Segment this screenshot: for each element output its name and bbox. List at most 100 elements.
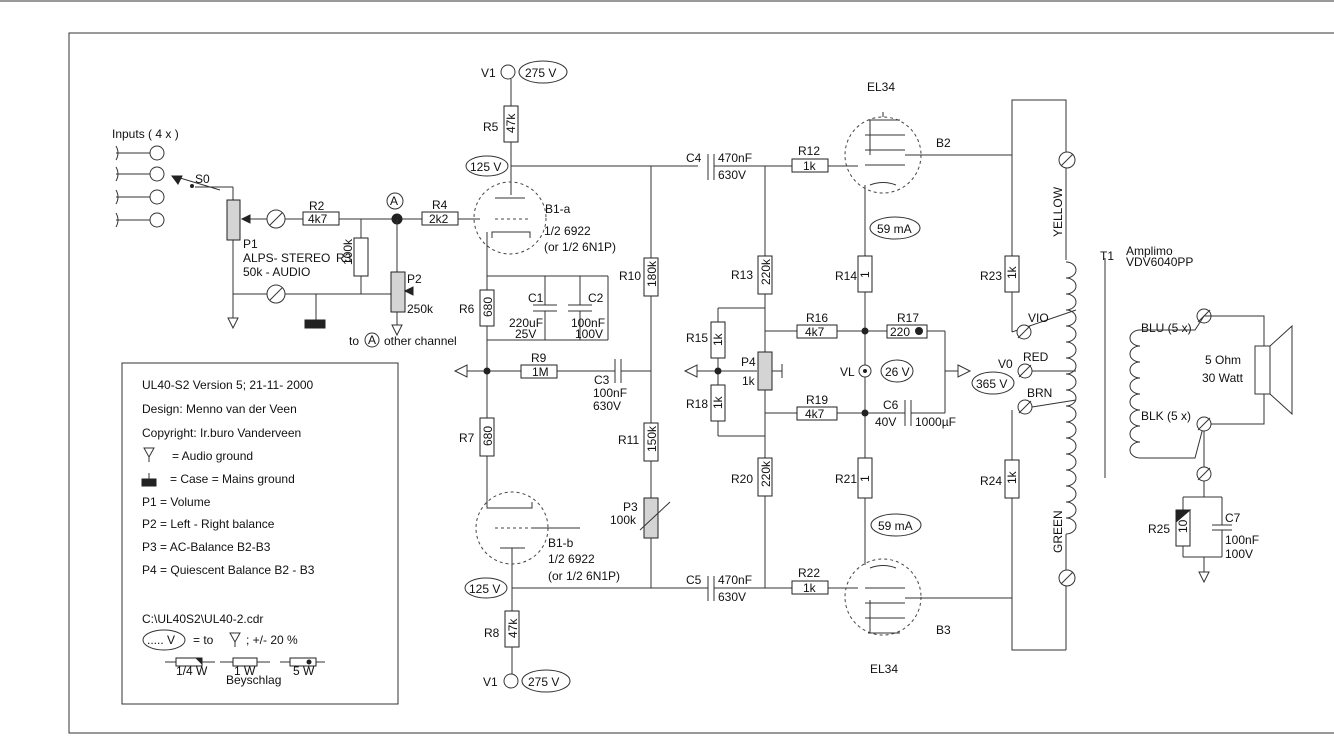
c2-value: 100nF	[571, 316, 605, 330]
r11-value: 150k	[645, 425, 659, 452]
p3-value: 100k	[610, 513, 637, 527]
r24-label: R24	[980, 474, 1002, 488]
c5-label: C5	[686, 573, 702, 587]
r22-label: R22	[798, 566, 820, 580]
notes-case-ground: = Case = Mains ground	[170, 472, 295, 486]
primary-winding	[1065, 261, 1077, 535]
node-a-circle	[386, 192, 404, 210]
audio-ground-output	[1198, 571, 1210, 584]
r12-label: R12	[798, 144, 820, 158]
c5-value: 470nF	[718, 573, 752, 587]
c1-value: 220uF	[509, 316, 543, 330]
b1b-alt: (or 1/2 6N1P)	[548, 569, 620, 583]
c1-label: C1	[528, 291, 544, 305]
c6-voltage: 40V	[875, 415, 896, 429]
to-label: to	[349, 334, 359, 348]
v26: 26 V	[885, 365, 910, 379]
b3-label: B3	[936, 623, 951, 637]
selector-switch-s0	[171, 175, 234, 200]
green-label: GREEN	[1051, 510, 1065, 553]
r4-label: R4	[432, 198, 448, 212]
r13-label: R13	[731, 268, 753, 282]
p2-potentiometer	[390, 271, 406, 313]
notes-p1: P1 = Volume	[142, 495, 211, 509]
coupling-network: C4 470nF 630V R12 1k 220k R13 1k R15 P4 …	[683, 144, 905, 604]
r21-label: R21	[835, 472, 857, 486]
schematic-frame	[68, 32, 1334, 734]
blk-label: BLK (5 x)	[1141, 409, 1191, 423]
r25-label: R25	[1148, 522, 1170, 536]
r20-value: 220k	[759, 460, 773, 487]
p2-label: P2	[407, 272, 422, 286]
notes-to: = to	[193, 633, 214, 647]
r10-value: 180k	[645, 260, 659, 287]
r16-label: R16	[806, 311, 828, 325]
speaker-cone	[1269, 324, 1293, 416]
s0-label: S0	[195, 172, 210, 186]
inputs-label: Inputs ( 4 x )	[112, 127, 179, 141]
r5-label: R5	[483, 120, 499, 134]
c2-label: C2	[588, 291, 604, 305]
r18-value: 1k	[711, 395, 725, 409]
b1b-label: B1-b	[548, 536, 574, 550]
c3-label: C3	[594, 373, 610, 387]
notes-p2: P2 = Left - Right balance	[142, 517, 275, 531]
el34-bottom-label: EL34	[870, 662, 898, 676]
r7-label: R7	[459, 431, 475, 445]
notes-audio-ground: = Audio ground	[172, 449, 253, 463]
b2-label: B2	[936, 136, 951, 150]
p2-value: 250k	[407, 302, 434, 316]
r17-label: R17	[897, 311, 919, 325]
r3-resistor	[353, 237, 369, 277]
output-transformer: YELLOW GREEN T1 Amplimo VDV6040PP BLU (5…	[1011, 99, 1293, 651]
notes-p3: P3 = AC-Balance B2-B3	[142, 540, 271, 554]
r9-value: 1M	[532, 365, 549, 379]
v125-bottom: 125 V	[469, 582, 500, 596]
p1-wiper-arrow	[240, 214, 251, 224]
notes-version: UL40-S2 Version 5; 21-11- 2000	[142, 378, 314, 392]
notes-oval: ..... V	[147, 633, 175, 647]
v125-top: 125 V	[470, 160, 501, 174]
b1b-tube: 1/2 6922	[548, 552, 595, 566]
vdv-label: VDV6040PP	[1126, 255, 1193, 269]
r17-value: 220	[890, 325, 910, 339]
r14-value: 1	[858, 271, 872, 278]
notes-p4: P4 = Quiescent Balance B2 - B3	[142, 563, 315, 577]
red-label: RED	[1023, 350, 1049, 364]
v275-top: 275 V	[525, 66, 556, 80]
input-section: Inputs ( 4 x ) S0 P1 ALPS- STEREO 50k - …	[112, 127, 480, 348]
b3-pentode	[844, 558, 922, 636]
audio-ground-p1	[227, 317, 239, 330]
ground-arrow-right	[957, 364, 972, 378]
current-59ma-bottom	[870, 513, 922, 537]
bias-network: 180k R10 150k R11 P3 100k	[610, 166, 671, 588]
c3-voltage: 630V	[593, 399, 621, 413]
r12-value: 1k	[803, 159, 817, 173]
t1-label: T1	[1100, 249, 1114, 263]
p3-label: P3	[623, 500, 638, 514]
p4-value: 1k	[742, 374, 756, 388]
b1a-alt: (or 1/2 6N1P)	[544, 240, 616, 254]
r24-value: 1k	[1005, 470, 1019, 484]
speaker-magnet	[1254, 345, 1271, 395]
p1-potentiometer	[226, 199, 241, 241]
v1-top-label: V1	[481, 66, 496, 80]
r19-value: 4k7	[805, 407, 825, 421]
r22-value: 1k	[803, 581, 817, 595]
output-stage: EL34 B2 59 mA 1 R14 R17 220 VL 26 V C6 4…	[835, 80, 1077, 676]
r13-value: 220k	[759, 258, 773, 285]
r9-label: R9	[531, 351, 547, 365]
r14-label: R14	[835, 269, 857, 283]
r8-value: 47k	[506, 618, 520, 638]
resistor-one-watt-icon	[232, 657, 258, 667]
r3-label: R3	[336, 251, 352, 265]
r2-value: 4k7	[308, 212, 328, 226]
r16-value: 4k7	[805, 325, 825, 339]
p4-potentiometer	[757, 351, 773, 391]
notes-copyright: Copyright: Ir.buro Vanderveen	[142, 426, 301, 440]
r7-value: 680	[481, 426, 495, 446]
r15-label: R15	[686, 331, 708, 345]
v275-bottom: 275 V	[528, 675, 559, 689]
r20-label: R20	[731, 472, 753, 486]
b1a-triode	[473, 181, 547, 255]
